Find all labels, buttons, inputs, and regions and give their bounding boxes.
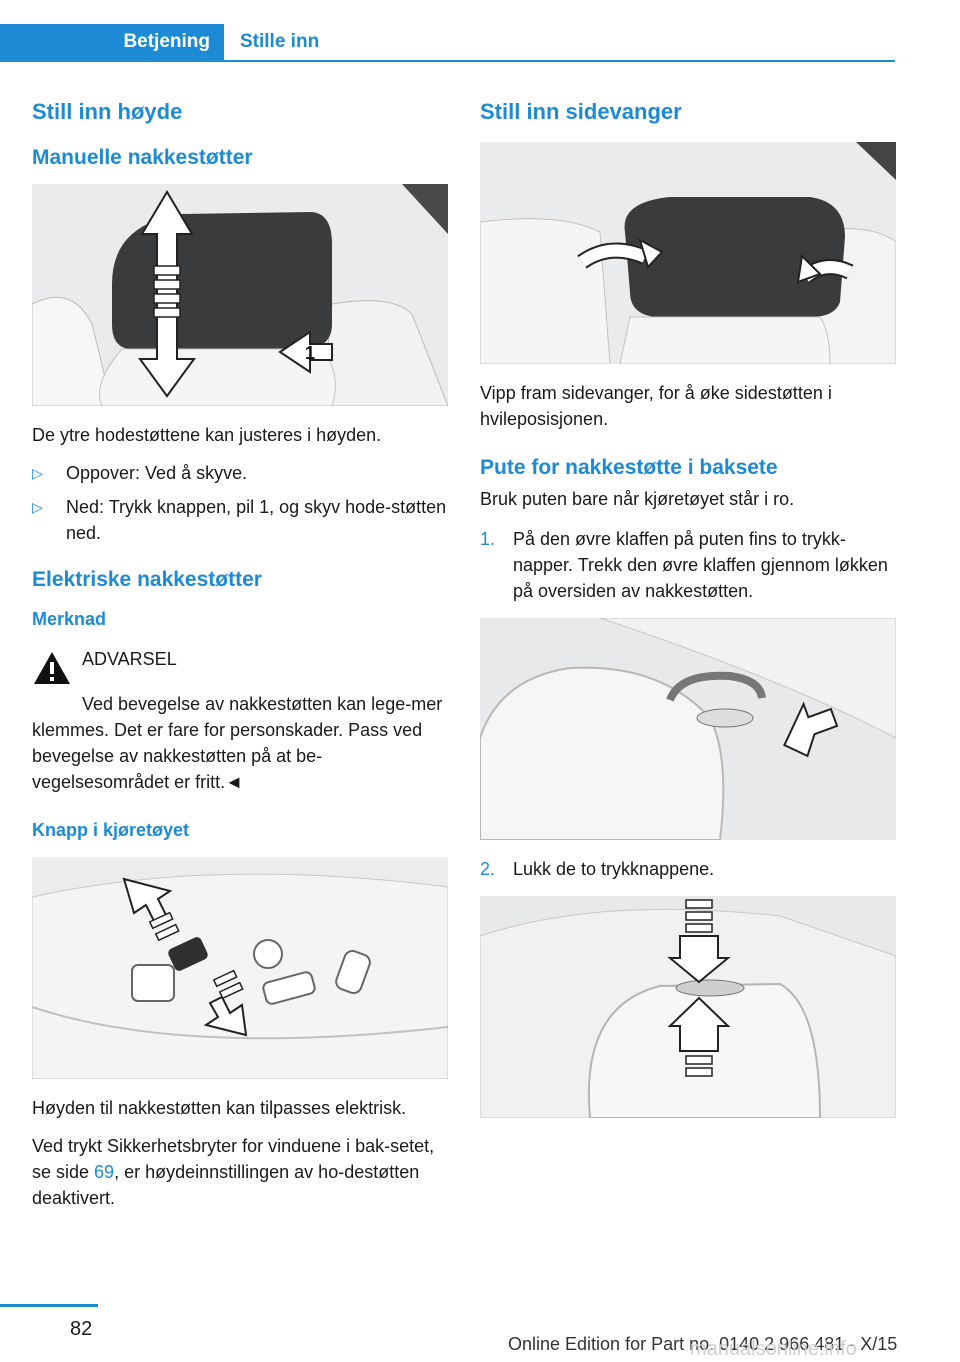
- pillow-press-illustration: [480, 896, 896, 1118]
- figure-manual-headrest: 1: [32, 184, 448, 406]
- text-window-safety-pre: Ved trykt Sikkerhetsbryter for vinduene …: [32, 1136, 435, 1182]
- figure-side-wings: [480, 142, 896, 364]
- step-1: 1. På den øvre klaffen på puten fins to …: [480, 526, 896, 604]
- heading-manual-headrests: Manuelle nakkestøtter: [32, 146, 253, 169]
- seat-button-illustration: [32, 857, 448, 1079]
- page-number-rule: [0, 1304, 98, 1307]
- step-marker: 2.: [480, 859, 496, 879]
- text-electric-height: Høyden til nakkestøtten kan tilpasses el…: [32, 1098, 407, 1118]
- figure-pillow-loop: [480, 618, 896, 840]
- list-item: ▷ Oppover: Ved å skyve.: [32, 460, 448, 486]
- watermark: manualsonline.info: [690, 1338, 857, 1360]
- step-text: Lukk de to trykknappene.: [513, 859, 715, 879]
- heading-merknad: Merknad: [32, 609, 107, 629]
- tab-stille-inn[interactable]: Stille inn: [240, 31, 320, 52]
- step-2: 2. Lukk de to trykknappene.: [480, 856, 896, 882]
- warning-block: ADVARSEL: [32, 642, 448, 691]
- header-tabs: Betjening Stille inn: [0, 24, 895, 62]
- pillow-loop-illustration: [480, 618, 896, 840]
- text-pillow-use: Bruk puten bare når kjøretøyet står i ro…: [480, 489, 795, 509]
- text-outer-headrests: De ytre hodestøttene kan justeres i høyd…: [32, 425, 382, 445]
- right-column: Still inn sidevanger Vipp fram sidevange…: [480, 98, 896, 1134]
- page-69-link[interactable]: 69: [94, 1162, 115, 1182]
- left-column: Still inn høyde Manuelle nakkestøtter 1 …: [32, 98, 448, 1223]
- heading-electric-headrests: Elektriske nakkestøtter: [32, 568, 262, 591]
- text-window-safety-post: , er høydeinnstillingen av ho-destøtten …: [32, 1162, 420, 1208]
- heading-pillow: Pute for nakkestøtte i baksete: [480, 456, 778, 479]
- text-window-safety: Ved trykt Sikkerhetsbryter for vinduene …: [32, 1133, 448, 1211]
- list-item: ▷ Ned: Trykk knappen, pil 1, og skyv hod…: [32, 494, 448, 546]
- heading-button-in-vehicle: Knapp i kjøretøyet: [32, 820, 190, 840]
- warning-text: Ved bevegelse av nakkestøtten kan lege-m…: [32, 694, 443, 792]
- figure-seat-button: [32, 857, 448, 1079]
- warning-title: ADVARSEL: [82, 649, 177, 669]
- bullet-marker: ▷: [32, 465, 43, 481]
- text-tilt-side-wings: Vipp fram sidevanger, for å øke sidestøt…: [480, 383, 832, 429]
- heading-still-inn-sidevanger: Still inn sidevanger: [480, 99, 682, 124]
- footer-edition: Online Edition for Part no. 0140 2 966 4…: [508, 1334, 898, 1354]
- figure-pillow-press: [480, 896, 896, 1118]
- step-text: På den øvre klaffen på puten fins to try…: [513, 529, 888, 601]
- header-rule: [0, 60, 895, 62]
- page-number: 82: [70, 1318, 93, 1340]
- side-wings-illustration: [480, 142, 896, 364]
- bullet-text: Ned: Trykk knappen, pil 1, og skyv hode-…: [66, 497, 447, 543]
- warning-triangle-icon: [32, 650, 82, 691]
- manual-headrest-illustration: 1: [32, 184, 448, 406]
- step-marker: 1.: [480, 529, 496, 549]
- bullet-marker: ▷: [32, 499, 43, 515]
- tab-betjening[interactable]: Betjening: [0, 24, 224, 60]
- callout-1: 1: [305, 343, 315, 363]
- heading-still-inn-hoyde: Still inn høyde: [32, 99, 183, 124]
- bullet-text: Oppover: Ved å skyve.: [66, 463, 248, 483]
